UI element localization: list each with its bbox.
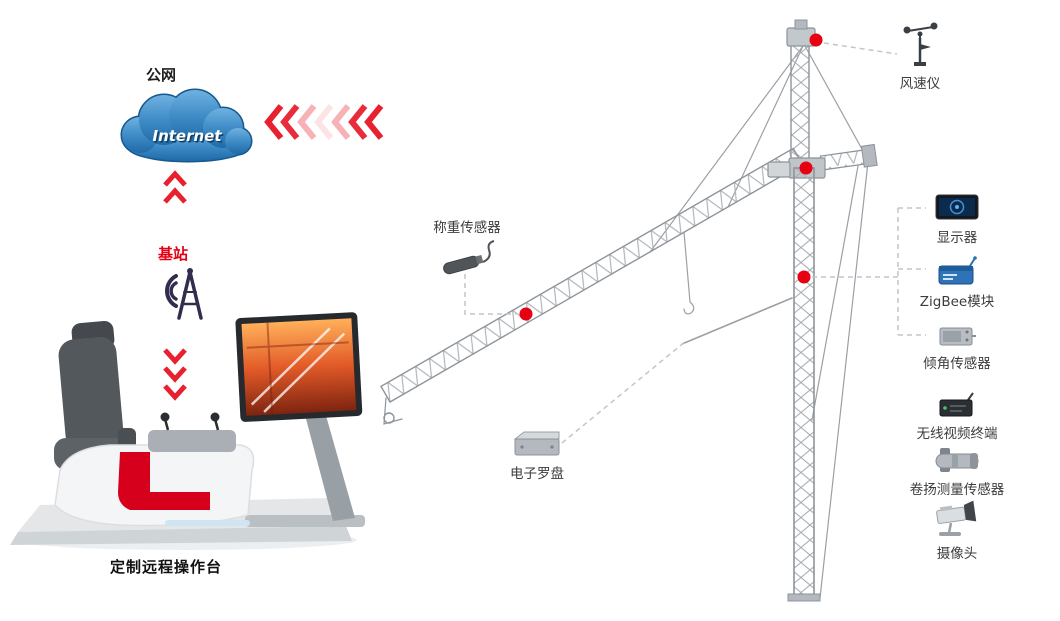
load-sensor-icon [443, 240, 495, 275]
compass-icon [513, 431, 560, 456]
console-monitor [235, 312, 363, 422]
hoist-sensor-icon [935, 448, 979, 472]
device-label-camera: 摄像头 [936, 546, 978, 562]
left-arrow-chevrons [264, 104, 384, 140]
device-label-zigbee: ZigBee模块 [919, 294, 995, 310]
device-label-tilt-sensor: 倾角传感器 [923, 356, 991, 372]
public-network-label: 公网 [146, 66, 177, 84]
base-station-label: 基站 [158, 245, 189, 263]
sensor-marker-dots [519, 33, 823, 321]
device-item-hoist-sensor: 卷扬测量传感器 [902, 446, 1012, 498]
wireless-video-icon [939, 392, 974, 417]
tilt-sensor-icon [939, 327, 976, 346]
device-label-hoist-sensor: 卷扬测量传感器 [909, 482, 1005, 498]
compass-label: 电子罗盘 [510, 466, 564, 482]
camera-icon [936, 500, 977, 536]
compass-item: 电子罗盘 [489, 430, 585, 482]
connector-dashed-lines [464, 42, 926, 444]
down-arrow-chevrons [163, 348, 187, 401]
up-arrow-chevrons [163, 170, 187, 204]
anemometer-label: 风速仪 [899, 76, 941, 92]
internet-text: Internet [152, 127, 222, 145]
remote-console-graphic [10, 312, 365, 550]
load-sensor-item: 称重传感器 [415, 216, 519, 280]
device-item-monitor: 显示器 [902, 194, 1012, 246]
zigbee-module-icon [938, 256, 977, 285]
base-station-antenna-icon [165, 268, 203, 320]
load-sensor-label: 称重传感器 [433, 220, 501, 236]
tower-crane-graphic [380, 19, 878, 602]
device-item-tilt-sensor: 倾角传感器 [902, 324, 1012, 372]
device-item-wireless-video: 无线视频终端 [902, 392, 1012, 442]
console-label: 定制远程操作台 [110, 558, 223, 576]
device-label-wireless-video: 无线视频终端 [916, 426, 998, 442]
monitor-icon [935, 194, 979, 220]
internet-shadow-text: Internet [154, 129, 224, 147]
anemometer-item: 风速仪 [884, 22, 956, 92]
device-item-camera: 摄像头 [902, 500, 1012, 562]
device-label-monitor: 显示器 [936, 230, 978, 246]
device-item-zigbee: ZigBee模块 [902, 256, 1012, 310]
internet-cloud-icon: Internet Internet [120, 88, 253, 163]
anemometer-icon [903, 22, 938, 66]
